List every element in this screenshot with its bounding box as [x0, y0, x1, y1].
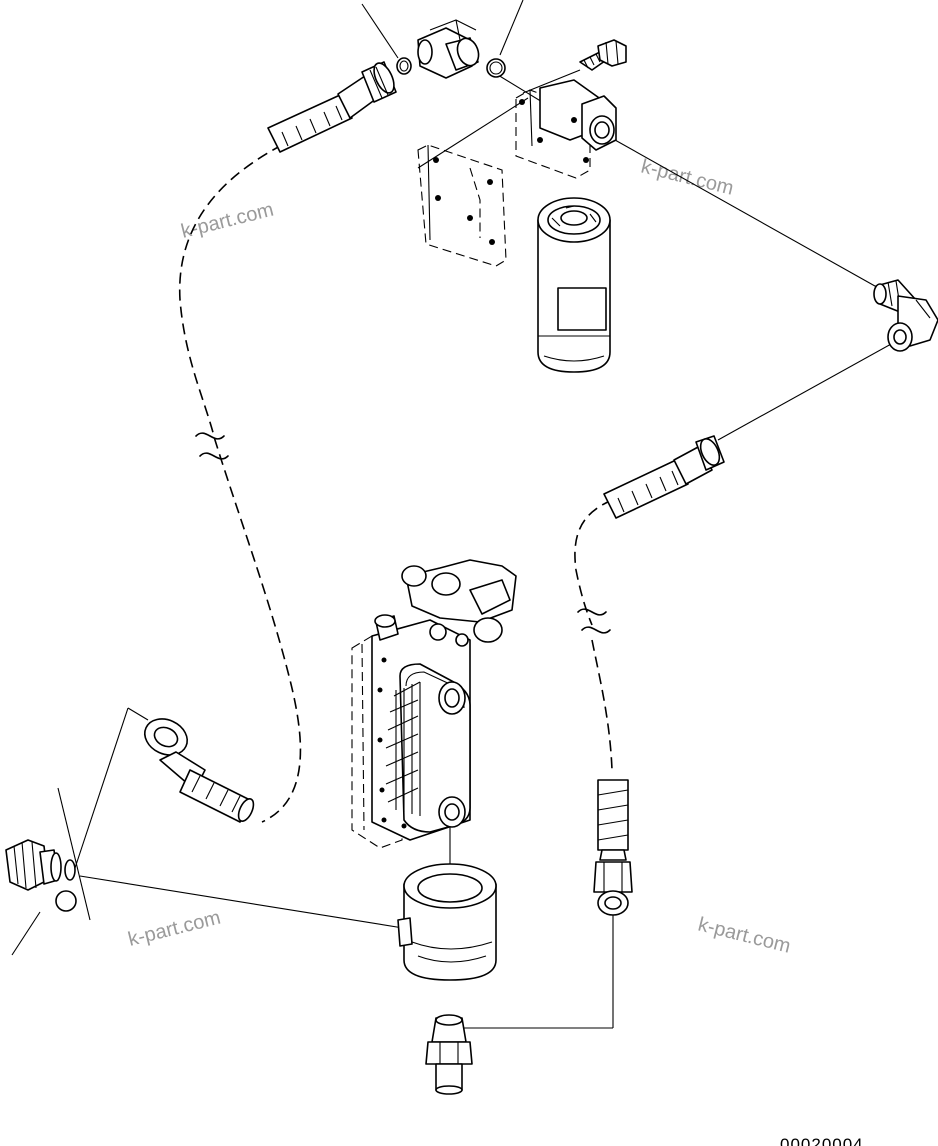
leader-lines [11, 0, 894, 1029]
drawing-number: 00020004 [780, 1135, 864, 1146]
engine-oil-cooler [351, 559, 517, 849]
filter-head [515, 79, 617, 179]
hose-lower-right-segment [593, 779, 633, 916]
o-ring-upper-left [396, 57, 412, 75]
watermark-upper-left: k-part.com [179, 199, 276, 243]
watermark-lower-left: k-part.com [126, 907, 223, 951]
adapter-fitting [5, 839, 77, 912]
elbow-connector-right [873, 279, 938, 352]
hose-right [574, 435, 725, 771]
watermark-lower-right: k-part.com [696, 914, 793, 958]
mounting-bolt [579, 39, 627, 71]
straight-connector-bottom [425, 1014, 473, 1095]
hose-lower-left [144, 718, 255, 823]
spin-on-oil-filter [537, 197, 611, 373]
elbow-fitting [396, 19, 506, 79]
o-ring-lower-left [64, 859, 76, 881]
hose-upper-left [179, 61, 397, 823]
cooler-adapter [397, 863, 497, 981]
bracket [417, 144, 507, 267]
